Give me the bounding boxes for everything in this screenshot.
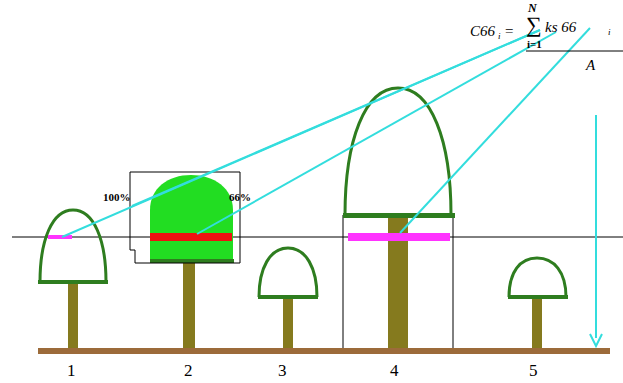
percent-label: 66% [229,192,251,203]
formula-name: C66 [470,24,495,39]
formula-term: ks 66 [545,20,576,35]
formula-subscript: i [498,32,501,41]
formula-denominator: A [586,58,595,73]
formula-sum: ∑ [526,14,542,36]
percent-label: 100% [103,192,131,203]
tree-number: 1 [67,362,76,379]
formula-limit: N [528,2,537,14]
tree-number: 5 [529,362,538,379]
tree-number: 2 [184,362,193,379]
tree-number: 3 [278,362,287,379]
formula-equals: = [505,24,513,39]
formula-subscript: i [608,28,611,37]
formula-limit: i=1 [527,39,542,50]
tree-number: 4 [390,362,399,379]
